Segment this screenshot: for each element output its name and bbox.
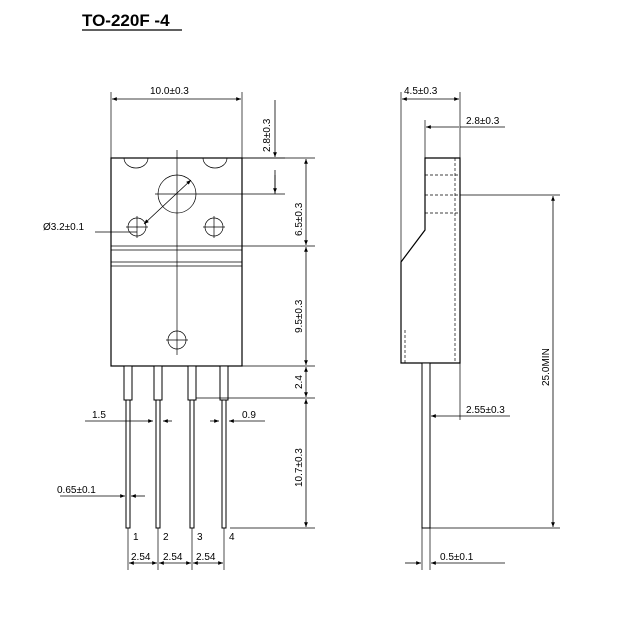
- top-notch-right: [202, 157, 228, 169]
- upper-height-label: 6.5±0.3: [294, 202, 305, 236]
- tab-thickness-label: 2.8±0.3: [466, 116, 500, 127]
- pin-1-label: 1: [133, 532, 139, 543]
- standoff-label: 2.4: [294, 375, 305, 389]
- side-view: 4.5±0.3 2.8±0.3 2.55±0.3 25.0MIN 0.5±0.1: [400, 86, 560, 570]
- lead-offset-label: 2.55±0.3: [466, 405, 505, 416]
- thickness-label: 4.5±0.3: [404, 86, 438, 97]
- leads: [123, 365, 229, 529]
- lead-width-label: 0.5±0.1: [440, 552, 474, 563]
- lead-wide-label: 1.5: [92, 410, 106, 421]
- diameter-leader: [143, 179, 192, 225]
- pitch-1-label: 2.54: [131, 552, 151, 563]
- drawing-title: TO-220F -4: [82, 11, 170, 30]
- lead-thickness-label: 0.65±0.1: [57, 485, 96, 496]
- hole-diameter-label: Ø3.2±0.1: [43, 222, 85, 233]
- lead-length-label: 10.7±0.3: [294, 448, 305, 487]
- hole-offset-label: 2.8±0.3: [262, 118, 273, 152]
- lead-min-length-label: 25.0MIN: [541, 348, 552, 386]
- width-dim-label: 10.0±0.3: [150, 86, 189, 97]
- front-view: Ø3.2±0.1 1 2 3 4 10.0±0.3 2.8±0.3: [43, 86, 315, 570]
- pin-2-label: 2: [163, 532, 169, 543]
- side-lead: [421, 362, 431, 529]
- lead-narrow-label: 0.9: [242, 410, 256, 421]
- pitch-3-label: 2.54: [196, 552, 216, 563]
- top-notch-left: [123, 157, 149, 169]
- pitch-2-label: 2.54: [163, 552, 183, 563]
- pin-4-label: 4: [229, 532, 235, 543]
- pin-3-label: 3: [197, 532, 203, 543]
- side-body: [400, 157, 461, 364]
- lower-height-label: 9.5±0.3: [294, 299, 305, 333]
